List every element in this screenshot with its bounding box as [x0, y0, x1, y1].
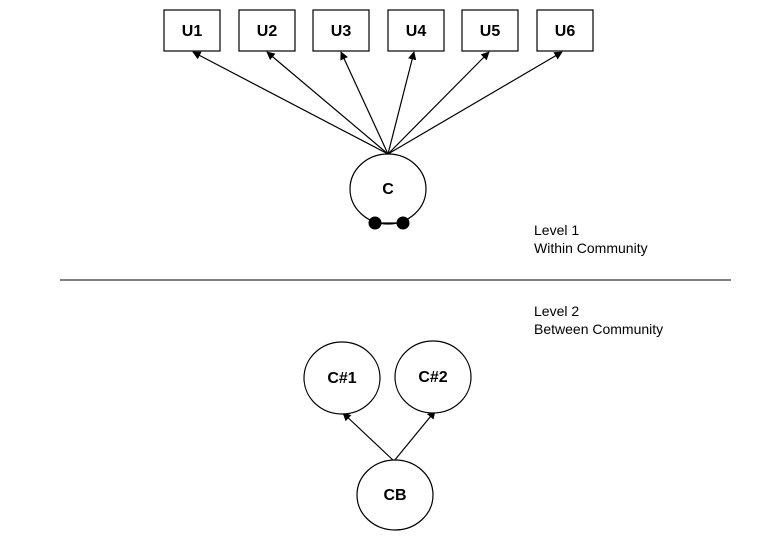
indicator-u4: U4 — [387, 9, 445, 52]
between-factor-cb: CB — [356, 459, 434, 531]
factor-label: C — [382, 181, 394, 198]
edge-c-u5 — [387, 51, 490, 155]
edge-c-u3 — [340, 51, 389, 155]
indicator-u1: U1 — [163, 9, 221, 52]
edge-c-u1 — [192, 51, 389, 155]
community-circle — [394, 340, 472, 414]
edge-cb-c2 — [393, 410, 436, 462]
edge-c-u6 — [387, 51, 563, 155]
level2-subtitle: Between Community — [534, 321, 664, 337]
community-label: C#1 — [327, 370, 356, 387]
community-label: C#2 — [418, 369, 447, 386]
indicator-u6: U6 — [536, 9, 594, 52]
indicator-box — [387, 9, 445, 52]
level2-title: Level 2 — [534, 303, 580, 319]
indicator-u2: U2 — [238, 9, 296, 52]
indicator-label: U2 — [257, 23, 278, 40]
indicator-label: U3 — [331, 23, 352, 40]
indicator-label: U1 — [182, 23, 203, 40]
community-node-c2: C#2 — [394, 340, 472, 414]
indicator-box — [536, 9, 594, 52]
indicator-u5: U5 — [461, 9, 519, 52]
factor-circle — [349, 153, 427, 225]
edge-cb-c1 — [342, 412, 395, 462]
indicator-label: U4 — [406, 23, 427, 40]
residual-dot-right — [396, 216, 410, 230]
indicator-box — [163, 9, 221, 52]
indicator-box — [461, 9, 519, 52]
level1-subtitle: Within Community — [534, 240, 648, 256]
indicator-box — [312, 9, 370, 52]
indicator-label: U5 — [480, 23, 501, 40]
community-circle — [303, 341, 381, 415]
level1-title: Level 1 — [534, 222, 580, 238]
edge-c-u2 — [266, 51, 389, 155]
factor-c: C — [349, 153, 427, 225]
indicator-label: U6 — [555, 23, 576, 40]
between-factor-label: CB — [383, 487, 406, 504]
indicator-box — [238, 9, 296, 52]
level1-edges — [192, 51, 563, 155]
level2-edges — [342, 410, 436, 462]
edge-c-u4 — [387, 51, 417, 155]
between-factor-circle — [356, 459, 434, 531]
indicator-u3: U3 — [312, 9, 370, 52]
community-node-c1: C#1 — [303, 341, 381, 415]
level2-caption: Level 2 Between Community — [534, 302, 663, 338]
level1-caption: Level 1 Within Community — [534, 221, 648, 257]
residual-marker — [368, 216, 410, 230]
residual-dot-left — [368, 216, 382, 230]
